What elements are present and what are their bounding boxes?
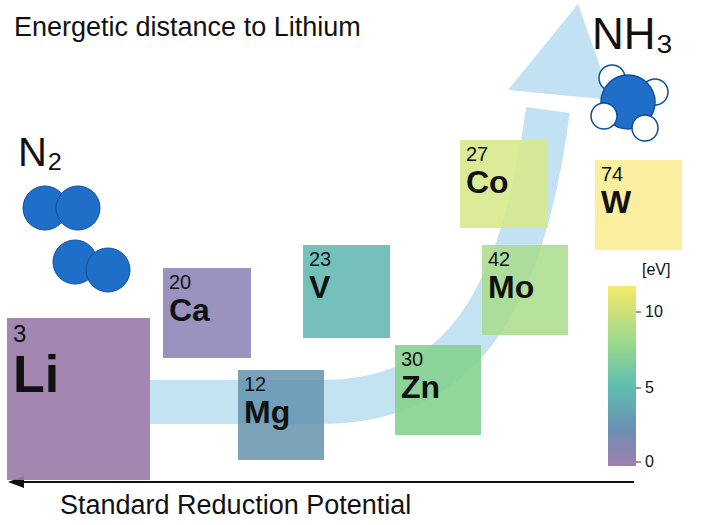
element-symbol: Zn <box>401 371 481 403</box>
atomic-number: 30 <box>401 349 481 369</box>
unit-label: [eV] <box>642 262 670 278</box>
n2-molecule <box>23 186 130 292</box>
element-symbol: V <box>309 271 390 303</box>
tick-label: 5 <box>645 380 654 396</box>
tick-label: 0 <box>645 454 654 470</box>
element-box: 74W <box>595 160 682 250</box>
atomic-number: 23 <box>309 249 390 269</box>
element-box: 30Zn <box>395 345 481 435</box>
element-box: 27Co <box>460 140 548 228</box>
title: Energetic distance to Lithium <box>14 14 361 41</box>
element-box: 3Li <box>7 318 150 480</box>
element-symbol: Co <box>466 166 548 198</box>
atomic-number: 20 <box>169 272 251 292</box>
molecule-label: N₂ <box>18 132 62 172</box>
element-symbol: Ca <box>169 294 251 326</box>
element-box: 12Mg <box>238 370 324 460</box>
element-box: 20Ca <box>163 268 251 358</box>
axis-label: Standard Reduction Potential <box>60 492 411 519</box>
element-box: 42Mo <box>482 245 568 335</box>
molecule-label: NH₃ <box>592 12 673 56</box>
atomic-number: 27 <box>466 144 548 164</box>
atomic-number: 12 <box>244 374 324 394</box>
element-symbol: W <box>601 186 682 218</box>
tick-label: 10 <box>645 304 663 320</box>
atomic-number: 42 <box>488 249 568 269</box>
colorbar <box>608 286 636 466</box>
element-symbol: Li <box>13 348 150 400</box>
element-box: 23V <box>303 245 390 338</box>
element-symbol: Mg <box>244 396 324 428</box>
element-symbol: Mo <box>488 271 568 303</box>
colorbar-ticks <box>636 312 641 462</box>
atomic-number: 74 <box>601 164 682 184</box>
atomic-number: 3 <box>13 322 150 346</box>
trend-arrow <box>150 4 612 402</box>
nh3-molecule <box>591 65 668 141</box>
